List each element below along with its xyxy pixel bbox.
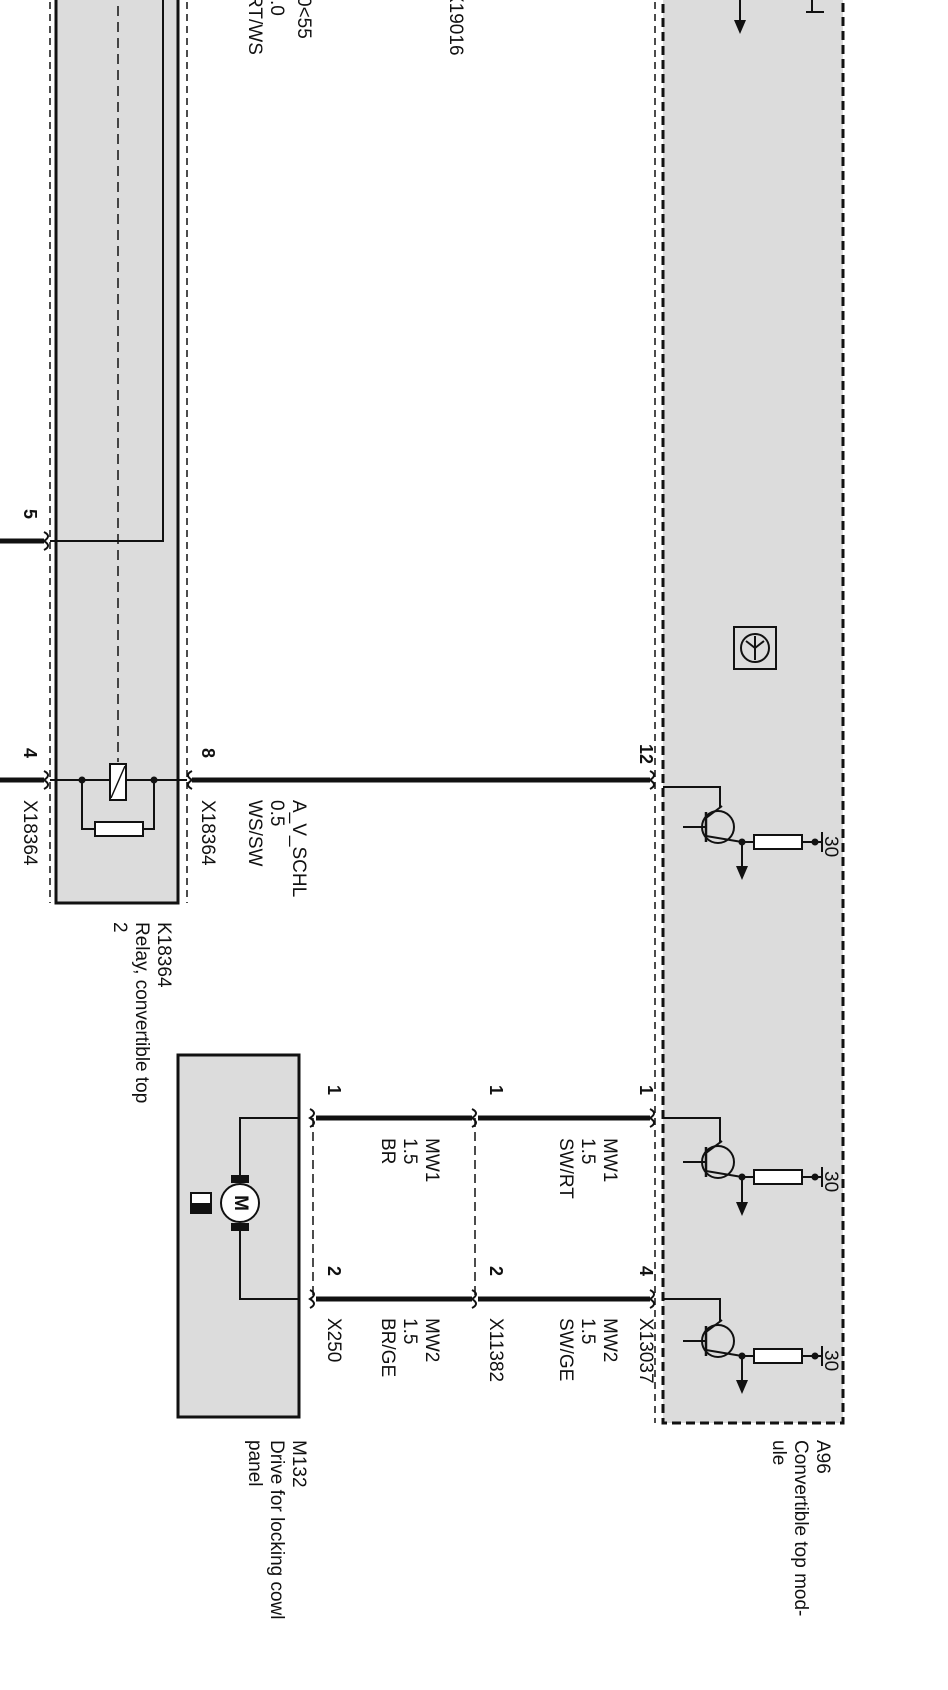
transistor-icon bbox=[663, 786, 823, 880]
motor-name-cont: panel bbox=[244, 1440, 265, 1487]
pin-label: 4 bbox=[636, 1266, 656, 1276]
transistor-icon bbox=[663, 1117, 823, 1216]
relay-connector-label: X18364 bbox=[197, 800, 218, 866]
relay-name-cont: 2 bbox=[109, 922, 130, 933]
ground-icon bbox=[190, 1192, 212, 1214]
wire-label: MW2 bbox=[599, 1318, 620, 1362]
pin-label: 2 bbox=[486, 1266, 506, 1276]
module-a96[interactable]: 30 30 30 bbox=[654, 0, 845, 1425]
supply-label: 30 bbox=[820, 1171, 841, 1192]
pin-label: 12 bbox=[636, 744, 656, 764]
module-a96-id: A96 bbox=[812, 1440, 833, 1474]
module-symbol-icon bbox=[733, 626, 777, 670]
wire-label: 1.5 bbox=[399, 1138, 420, 1164]
relay-connector-label: X18364 bbox=[19, 800, 40, 866]
pin-label: 4 bbox=[20, 748, 40, 758]
wire-label: 1.5 bbox=[577, 1318, 598, 1344]
pin-label: 8 bbox=[198, 748, 218, 758]
supply-label: 30 bbox=[820, 1350, 841, 1371]
relay-name: Relay, convertible top bbox=[131, 922, 152, 1103]
motor-id: M132 bbox=[288, 1440, 309, 1488]
wire-label: SW/RT bbox=[555, 1138, 576, 1199]
wire-label: A_V_SCHL bbox=[288, 800, 309, 897]
module-a96-name: Convertible top mod- bbox=[790, 1440, 811, 1616]
partial-label: 0<55 bbox=[293, 0, 314, 39]
wire-label: 0.5 bbox=[266, 800, 287, 826]
pin-label: 1 bbox=[486, 1085, 506, 1095]
partial-label: RT/WS bbox=[244, 0, 265, 55]
relay-id: K18364 bbox=[153, 922, 174, 988]
motor-name: Drive for locking cowl bbox=[266, 1440, 287, 1620]
pin-label: 1 bbox=[636, 1085, 656, 1095]
wire-label: SW/GE bbox=[555, 1318, 576, 1381]
pin-label: 5 bbox=[20, 509, 40, 519]
partial-label: .0 bbox=[266, 0, 287, 16]
relay-k18364[interactable] bbox=[49, 0, 188, 905]
connector-x250-label: X250 bbox=[323, 1318, 344, 1362]
module-a96-name-cont: ule bbox=[768, 1440, 789, 1465]
transistor-icon bbox=[663, 1298, 823, 1394]
pin-label: 1 bbox=[324, 1085, 344, 1095]
pin-label: 2 bbox=[324, 1266, 344, 1276]
wire-label: MW2 bbox=[421, 1318, 442, 1362]
wire-label: MW1 bbox=[421, 1138, 442, 1182]
motor-m132[interactable]: M bbox=[176, 1053, 301, 1419]
motor-symbol: M bbox=[230, 1195, 251, 1211]
supply-label: 30 bbox=[820, 836, 841, 857]
wire-label: 1.5 bbox=[399, 1318, 420, 1344]
wire-label: BR bbox=[377, 1138, 398, 1164]
module-connector-label: X13037 bbox=[635, 1318, 656, 1384]
wire-label: BR/GE bbox=[377, 1318, 398, 1377]
wire-label: WS/SW bbox=[244, 800, 265, 867]
connector-x11382-label: X11382 bbox=[485, 1318, 506, 1382]
partial-label: X19016 bbox=[445, 0, 466, 56]
motor-icon bbox=[220, 1183, 260, 1223]
wire-label: 1.5 bbox=[577, 1138, 598, 1164]
wire-label: MW1 bbox=[599, 1138, 620, 1182]
